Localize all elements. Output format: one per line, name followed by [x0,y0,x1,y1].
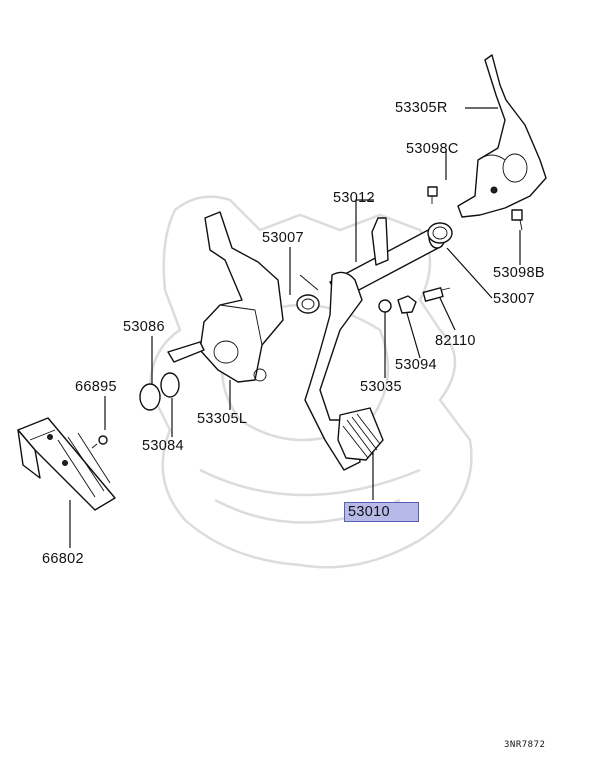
left-bracket-53305L [167,211,284,383]
screw-66895 [91,435,108,449]
label-53010[interactable]: 53010 [344,502,419,522]
label-53035[interactable]: 53035 [360,379,402,395]
label-53007-right[interactable]: 53007 [493,291,535,307]
label-53012[interactable]: 53012 [333,190,375,206]
label-53098B[interactable]: 53098B [493,265,545,281]
right-bracket-53305R [457,54,547,218]
nut-53094 [397,295,417,314]
spring-pin-53035 [378,299,392,313]
label-82110[interactable]: 82110 [435,333,476,349]
label-53305L[interactable]: 53305L [197,411,248,427]
label-66895[interactable]: 66895 [75,379,117,395]
label-53305R[interactable]: 53305R [395,100,448,116]
bolt-53098C [427,186,438,204]
accelerator-pedal-66802 [17,417,116,511]
bushing-53007-left [296,274,320,314]
bolt-53098B [511,209,523,231]
label-53094[interactable]: 53094 [395,357,437,373]
bushing-53007-right [427,222,453,244]
clip-53084 [160,372,180,398]
leader-lines [69,107,521,548]
diagram-reference-code: 3NR7872 [504,740,546,750]
label-53007-left[interactable]: 53007 [262,230,304,246]
label-53086[interactable]: 53086 [123,319,165,335]
label-53098C[interactable]: 53098C [406,141,459,157]
switch-82110 [422,287,451,302]
label-53084[interactable]: 53084 [142,438,184,454]
label-66802[interactable]: 66802 [42,551,84,567]
clip-53086 [139,383,161,411]
clutch-pedal-53010 [304,271,384,471]
